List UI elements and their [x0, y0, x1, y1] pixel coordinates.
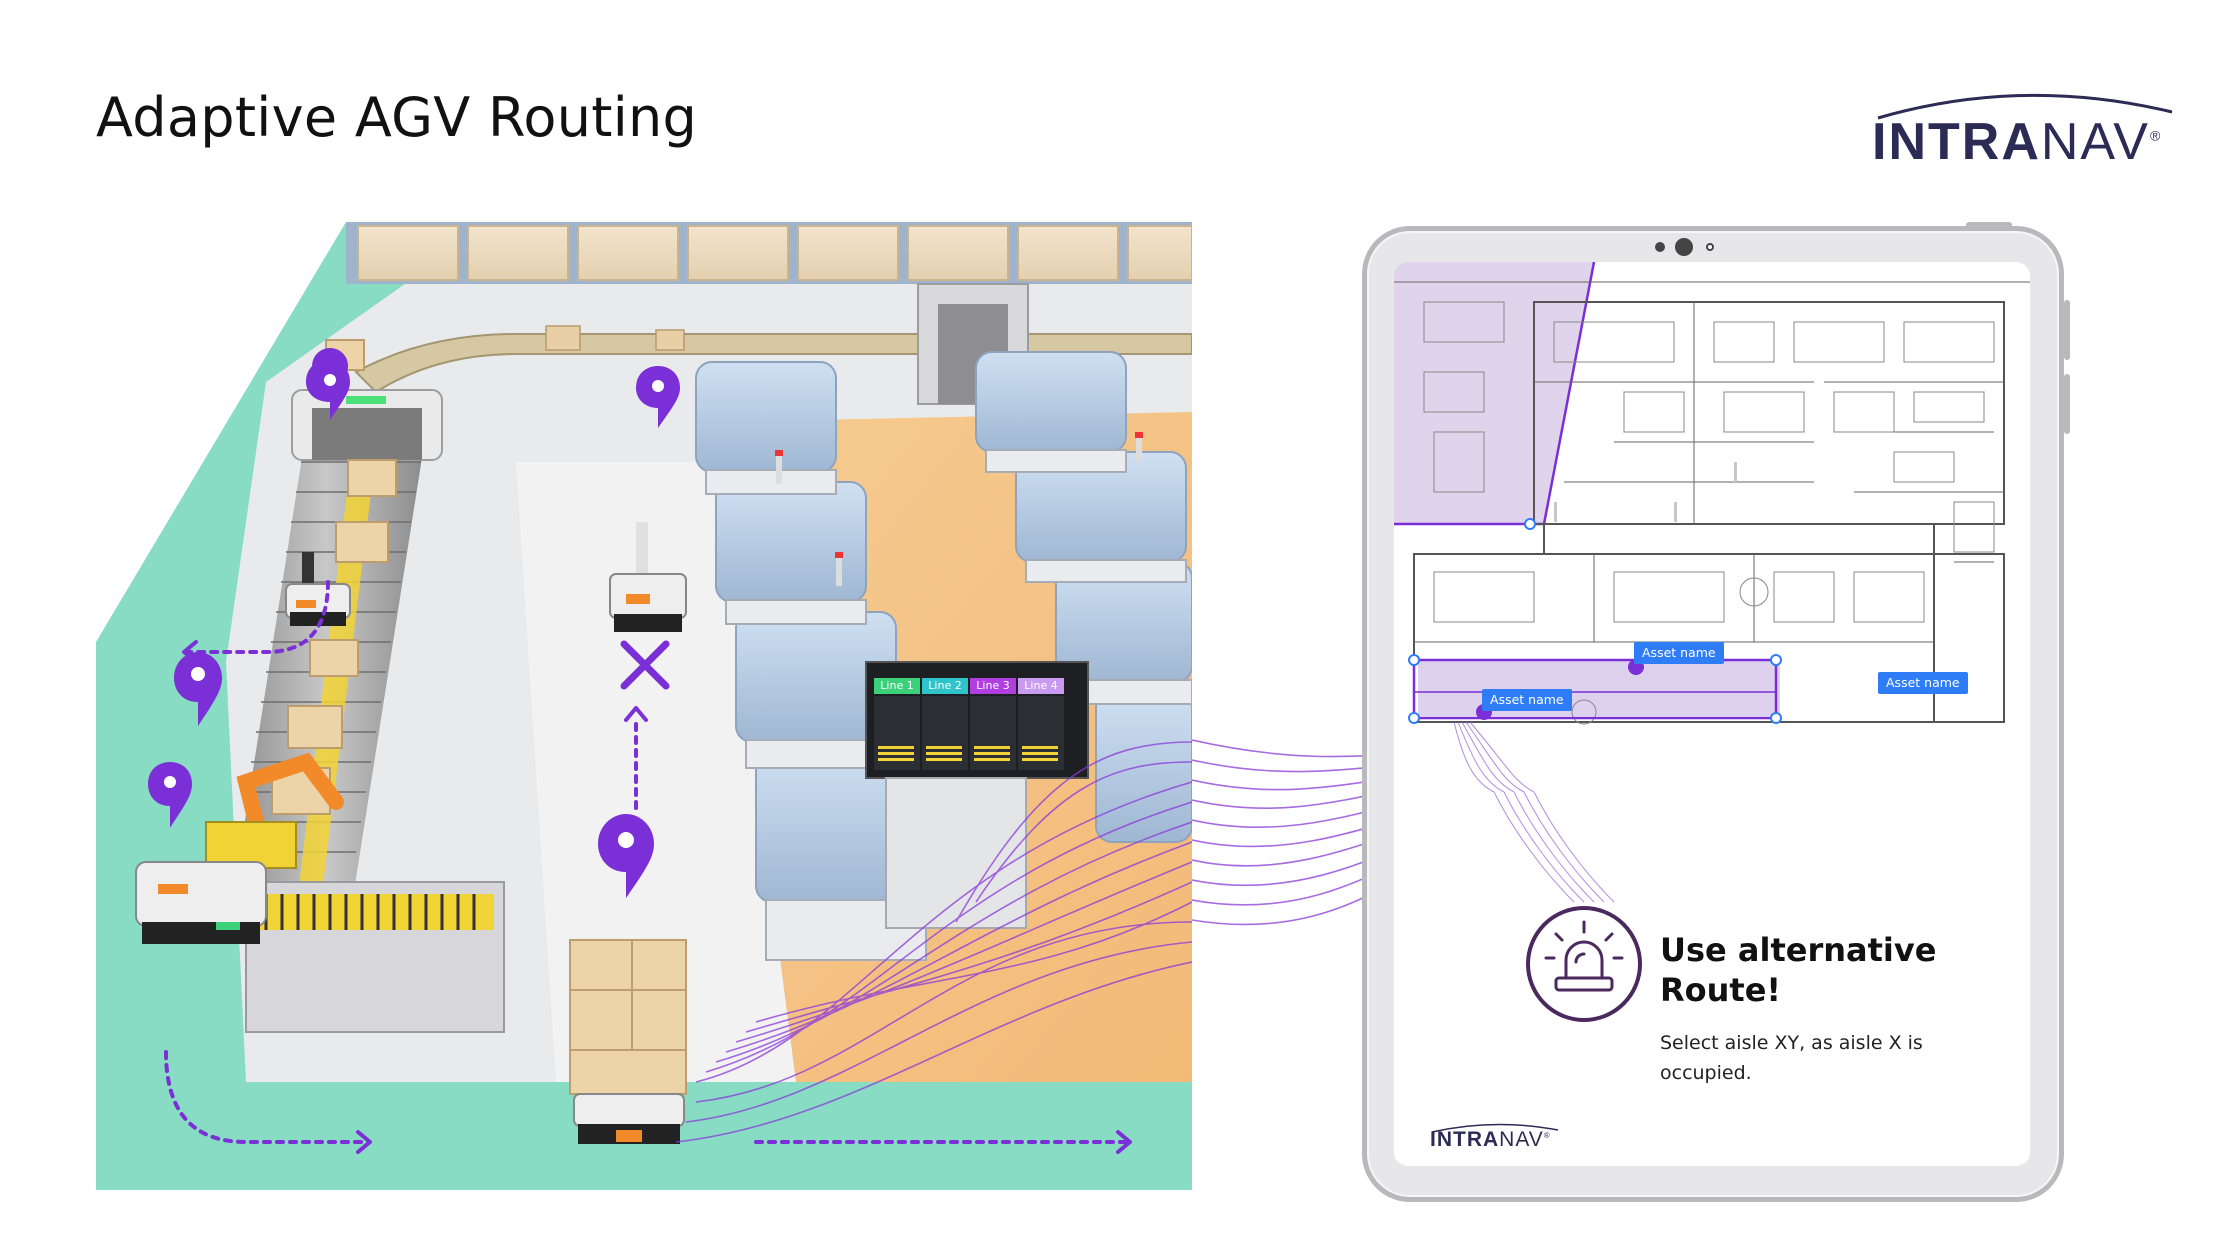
asset-tag-1[interactable]: Asset name — [1634, 642, 1724, 664]
slide-title: Adaptive AGV Routing — [96, 86, 698, 149]
logo-bold: INTRA — [1872, 113, 2041, 171]
screen-logo-bold: INTRA — [1430, 1128, 1500, 1151]
intranav-logo: INTRANAV® — [1872, 82, 2178, 172]
screen-logo-light: NAV — [1499, 1128, 1544, 1151]
tablet-light-sensor — [1706, 243, 1714, 251]
warning-light-icon — [1526, 906, 1642, 1022]
warehouse-scene — [96, 222, 1192, 1190]
asset-tag-2[interactable]: Asset name — [1482, 689, 1572, 711]
tablet-sensor — [1655, 242, 1665, 252]
tablet-volume-down — [2064, 374, 2070, 434]
line-1-label: Line 1 — [880, 679, 914, 692]
asset-tag-3[interactable]: Asset name — [1878, 672, 1968, 694]
tablet-volume-up — [2064, 300, 2070, 360]
alert-text: Select aisle XY, as aisle X is occupied. — [1660, 1032, 1923, 1084]
x-mark-icon — [620, 640, 670, 690]
line-4-label: Line 4 — [1024, 679, 1058, 692]
alert-title: Use alternative Route! — [1660, 931, 1937, 1009]
line-2-label: Line 2 — [928, 679, 962, 692]
tablet-screen: Asset name Asset name Asset name Use alt… — [1394, 262, 2030, 1166]
floor-plan — [1394, 262, 2030, 792]
screen-logo: INTRANAV® — [1430, 1120, 1560, 1154]
data-lines-to-icon — [1493, 792, 1615, 903]
logo-light: NAV — [2040, 113, 2150, 171]
tablet-camera — [1675, 238, 1693, 256]
line-3-label: Line 3 — [976, 679, 1010, 692]
registered-mark: ® — [2149, 127, 2163, 144]
tablet-power-button — [1966, 222, 2012, 228]
screen-registered-mark: ® — [1543, 1131, 1551, 1140]
